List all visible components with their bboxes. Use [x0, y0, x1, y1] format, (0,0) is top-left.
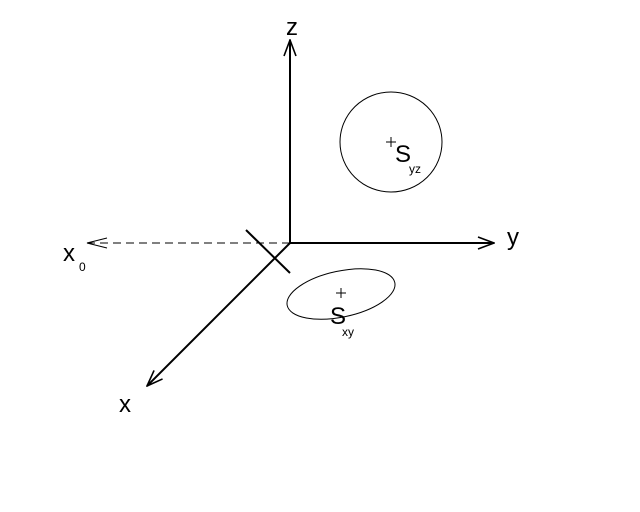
yz-projection-subscript: yz	[409, 162, 421, 176]
z-axis-label: z	[286, 14, 298, 41]
xy-center-plus-icon	[336, 288, 346, 298]
xy-projection-subscript: xy	[342, 325, 354, 339]
yz-projection-label: S	[395, 141, 411, 168]
yz-center-plus-icon	[386, 137, 396, 147]
x-axis	[147, 242, 291, 386]
y-axis-label: y	[507, 224, 519, 251]
yz-projection-circle	[339, 91, 443, 193]
x0-axis-label: x	[63, 240, 75, 267]
origin-cross-mark	[245, 229, 291, 274]
x-axis-label: x	[119, 391, 131, 418]
xy-projection-ellipse	[286, 268, 396, 320]
x0-axis-subscript: 0	[79, 260, 86, 274]
xy-projection-label: S	[330, 303, 346, 330]
